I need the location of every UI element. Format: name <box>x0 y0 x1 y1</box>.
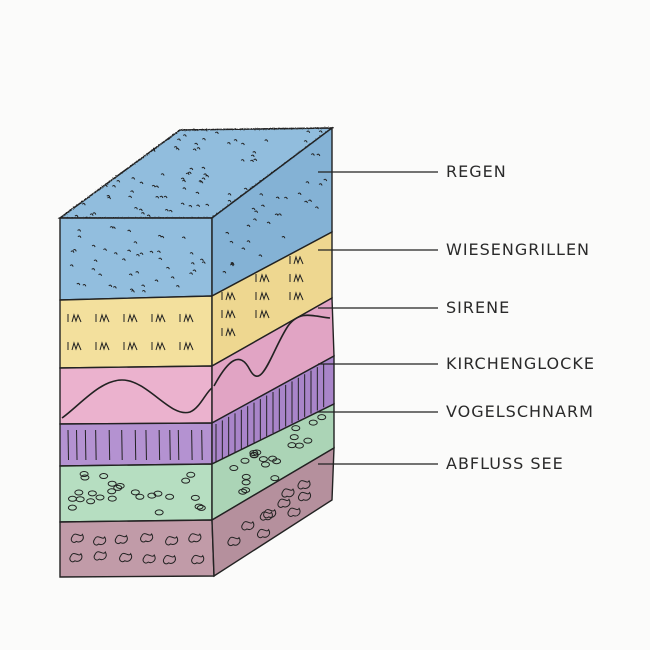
label-sirene: SIRENE <box>446 298 510 317</box>
leader-lines <box>318 171 438 465</box>
label-kirchenglocke: KIRCHENGLOCKE <box>446 354 595 373</box>
label-abfluss-see: ABFLUSS SEE <box>446 454 564 473</box>
label-wiesengrillen: WIESENGRILLEN <box>446 240 590 259</box>
label-vogelschnarm: VOGELSCHNARM <box>446 402 594 421</box>
block-side-face <box>211 126 335 578</box>
layer-labels: REGEN WIESENGRILLEN SIRENE KIRCHENGLOCKE… <box>446 162 595 473</box>
block-front-face <box>59 217 215 578</box>
label-regen: REGEN <box>446 162 507 181</box>
